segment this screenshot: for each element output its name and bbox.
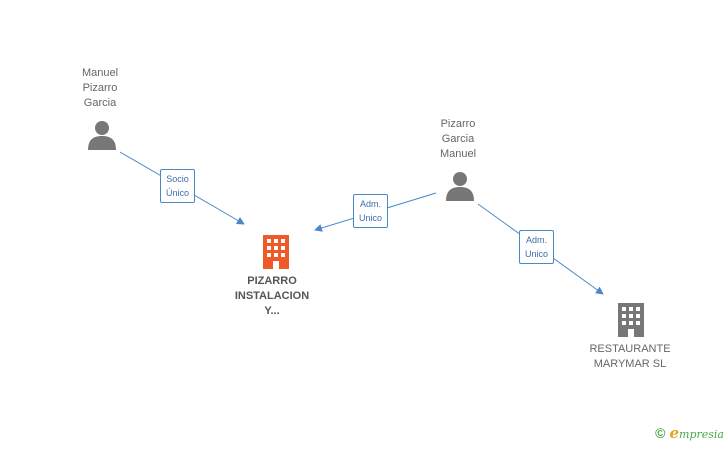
- person-icon[interactable]: [87, 120, 117, 150]
- brand-logo: empresia: [669, 424, 724, 442]
- person-label-manuel-pizarro-garcia[interactable]: Manuel Pizarro Garcia: [81, 67, 119, 109]
- edge-label-adm-unico-2[interactable]: Adm. Unico: [519, 230, 555, 264]
- building-icon[interactable]: [261, 235, 291, 269]
- brand-logo-initial: e: [669, 424, 680, 442]
- company-label-restaurante-marymar[interactable]: RESTAURANTE MARYMAR SL: [589, 343, 671, 370]
- building-icon[interactable]: [616, 303, 646, 337]
- person-label-pizarro-garcia-manuel[interactable]: Pizarro Garcia Manuel: [439, 118, 477, 160]
- company-label-pizarro-instalacion[interactable]: PIZARRO INSTALACION Y...: [234, 275, 310, 317]
- brand-logo-text: mpresia: [679, 428, 724, 441]
- edge-label-socio-unico[interactable]: Socio Único: [160, 169, 196, 203]
- brand-footer[interactable]: © empresia: [655, 424, 724, 442]
- copyright-icon: ©: [655, 425, 666, 441]
- person-icon[interactable]: [445, 171, 475, 201]
- edge-label-adm-unico-1[interactable]: Adm. Unico: [353, 194, 389, 228]
